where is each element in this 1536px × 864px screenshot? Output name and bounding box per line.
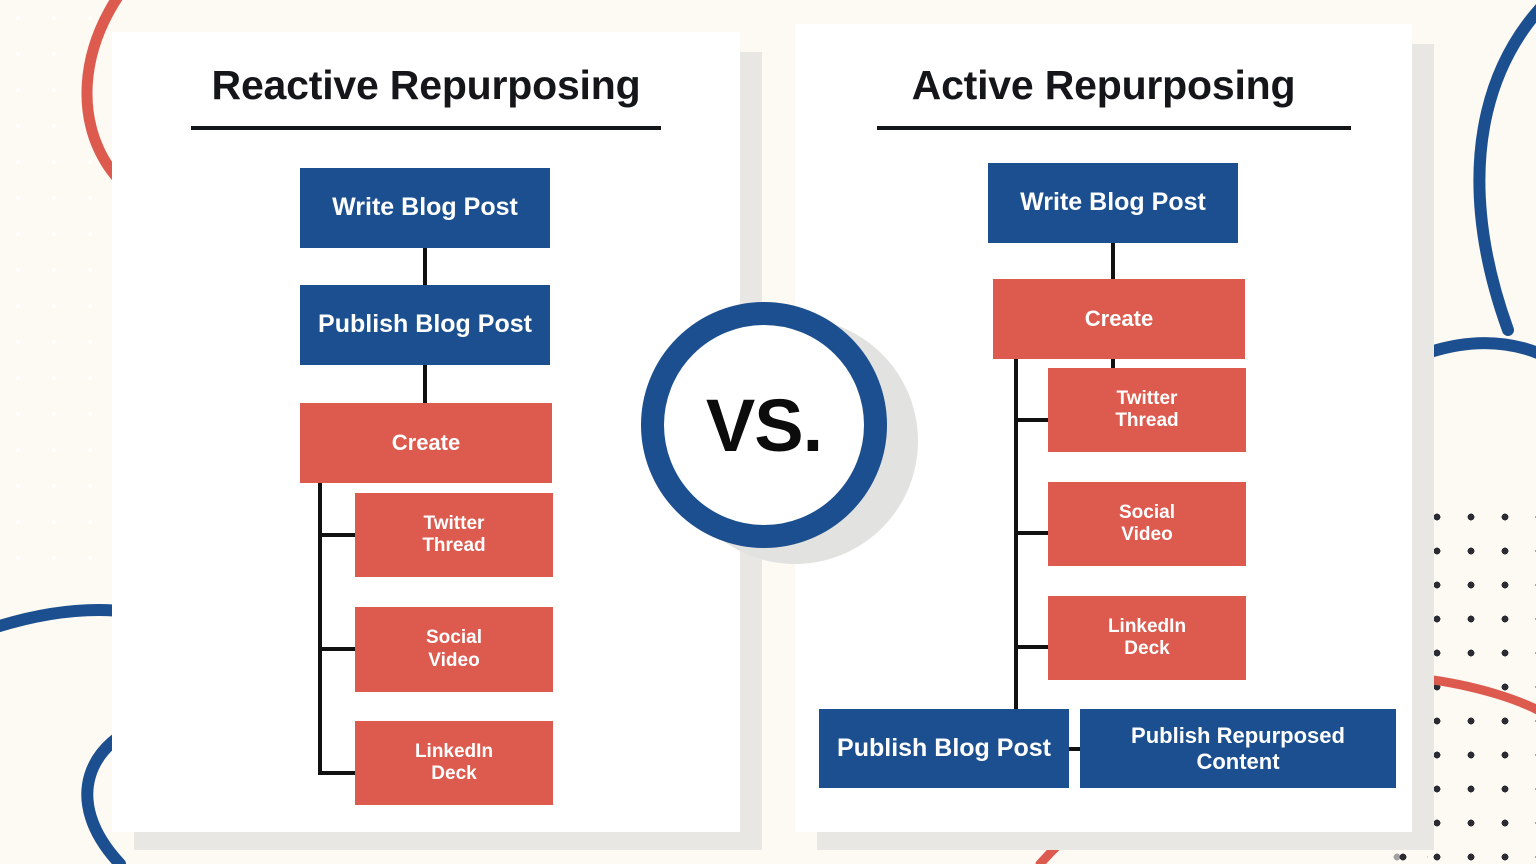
title-underline-left bbox=[191, 126, 661, 130]
node-twitter-thread-active[interactable]: Twitter Thread bbox=[1048, 368, 1246, 452]
node-write-blog-post-active[interactable]: Write Blog Post bbox=[988, 163, 1238, 243]
left-panel-shadow-bottom bbox=[134, 832, 762, 850]
right-panel-shadow-right bbox=[1412, 44, 1434, 850]
node-linkedin-deck-active[interactable]: LinkedIn Deck bbox=[1048, 596, 1246, 680]
connector-publish-to-repurposed bbox=[1068, 747, 1084, 751]
connector-create-to-twitter-stub bbox=[1111, 355, 1115, 371]
connector-spine-to-linkedin-active bbox=[1014, 645, 1050, 649]
title-underline-right bbox=[877, 126, 1351, 130]
vs-label: VS. bbox=[705, 383, 823, 467]
node-publish-blog-post-active[interactable]: Publish Blog Post bbox=[819, 709, 1069, 788]
dot-pattern-left-icon bbox=[0, 0, 118, 560]
right-panel-shadow-bottom bbox=[817, 832, 1434, 850]
page-title-reactive: Reactive Repurposing bbox=[211, 62, 641, 108]
node-social-video-reactive[interactable]: Social Video bbox=[355, 607, 553, 692]
node-linkedin-deck-reactive[interactable]: LinkedIn Deck bbox=[355, 721, 553, 805]
connector-publish-to-create bbox=[423, 363, 427, 405]
node-create-active[interactable]: Create bbox=[993, 279, 1245, 359]
connector-spine-to-twitter-active bbox=[1014, 418, 1050, 422]
page-title-active: Active Repurposing bbox=[911, 62, 1296, 108]
node-publish-blog-post-reactive[interactable]: Publish Blog Post bbox=[300, 285, 550, 365]
vs-badge: VS. bbox=[641, 302, 887, 548]
connector-create-spine bbox=[318, 480, 322, 775]
node-social-video-active[interactable]: Social Video bbox=[1048, 482, 1246, 566]
node-twitter-thread-reactive[interactable]: Twitter Thread bbox=[355, 493, 553, 577]
connector-write-to-publish bbox=[423, 246, 427, 287]
connector-write-to-create-active bbox=[1111, 241, 1115, 279]
connector-create-to-linkedin bbox=[318, 771, 358, 775]
connector-create-to-social bbox=[318, 647, 358, 651]
node-create-reactive[interactable]: Create bbox=[300, 403, 552, 483]
node-write-blog-post-reactive[interactable]: Write Blog Post bbox=[300, 168, 550, 248]
connector-create-to-twitter bbox=[318, 533, 358, 537]
node-publish-repurposed-content[interactable]: Publish Repurposed Content bbox=[1080, 709, 1396, 788]
connector-spine-to-social-active bbox=[1014, 531, 1050, 535]
